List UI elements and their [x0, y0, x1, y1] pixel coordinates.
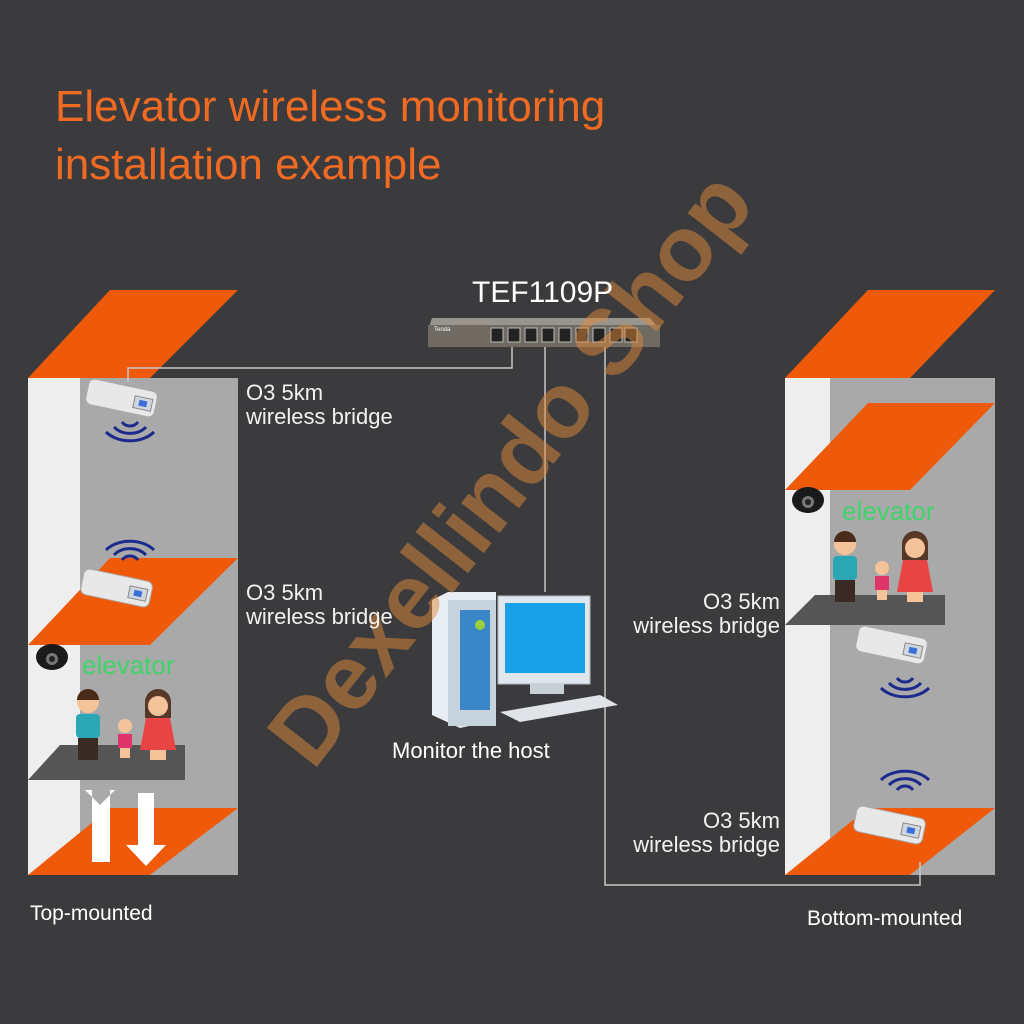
- title-line-2: installation example: [55, 140, 442, 189]
- elevator-label-left: elevator: [82, 650, 175, 680]
- network-cables: [127, 340, 921, 886]
- bottom-mounted-caption: Bottom-mounted: [807, 907, 963, 930]
- poe-switch: Tenda: [428, 318, 660, 347]
- title-line-1: Elevator wireless monitoring: [55, 82, 606, 131]
- diagram-title: Elevator wireless monitoring installatio…: [55, 78, 605, 194]
- right-elevator-shaft: [785, 290, 995, 875]
- host-label: Monitor the host: [392, 738, 550, 763]
- switch-model-label: TEF1109P: [472, 276, 614, 309]
- switch-brand-logo: Tenda: [434, 327, 451, 333]
- monitoring-computer: [432, 592, 618, 728]
- left-elevator-shaft: [28, 290, 238, 875]
- top-mounted-caption: Top-mounted: [30, 902, 153, 925]
- elevator-label-right: elevator: [842, 496, 935, 526]
- watermark: Dexellindo Shop: [248, 153, 772, 784]
